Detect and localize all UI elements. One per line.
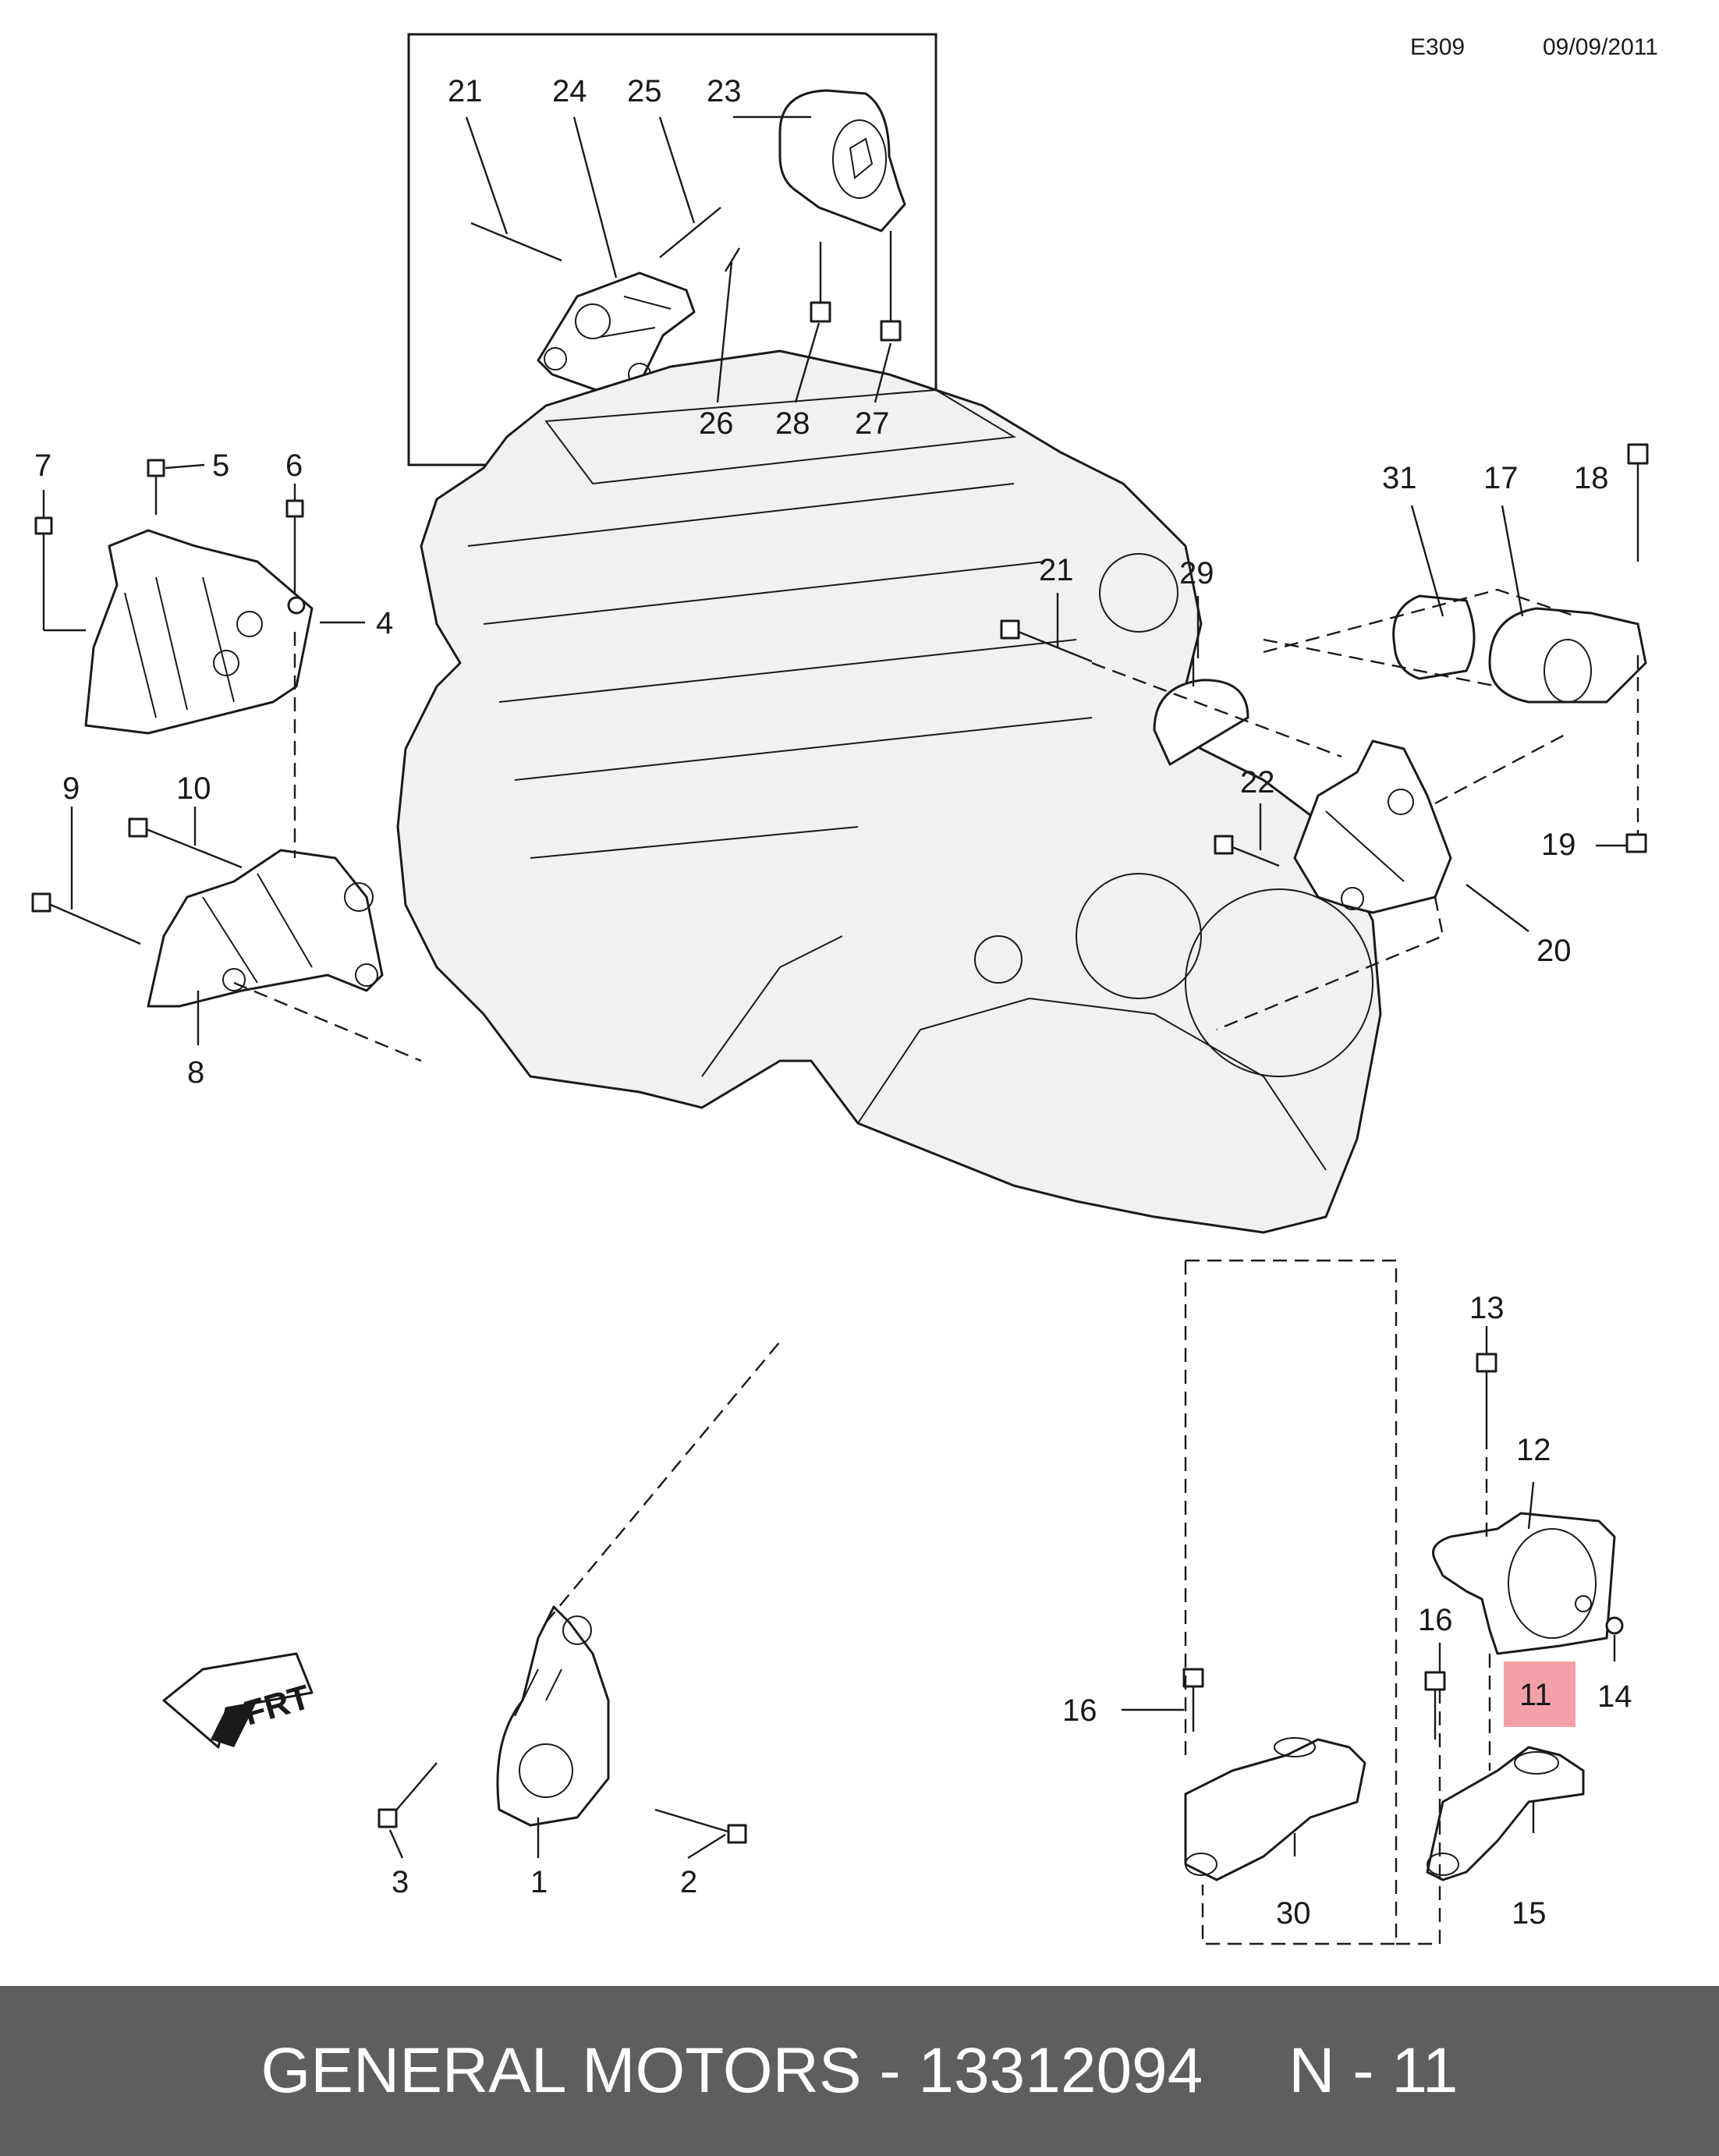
callout-numbers: 21 24 25 23 26 28 27 7 5 6 4 9 10 8 21 2… <box>34 74 1632 1931</box>
bracket-15 <box>1426 1746 1585 1881</box>
inset-mount-bushing <box>778 89 906 232</box>
callout-27: 27 <box>855 406 890 441</box>
footer-banner: GENERAL MOTORS - 13312094 N - 11 <box>0 1986 1719 2156</box>
footer-reference: N - 11 <box>1288 2035 1458 2106</box>
mount-4 <box>84 529 314 735</box>
callout-4: 4 <box>376 606 393 640</box>
callout-31: 31 <box>1382 461 1417 495</box>
bolts-13-16 <box>1182 1353 1497 1739</box>
callout-13: 13 <box>1469 1291 1505 1325</box>
callout-9: 9 <box>62 771 80 806</box>
callout-7: 7 <box>34 449 51 483</box>
shield-31 <box>1392 594 1476 680</box>
callout-16-left: 16 <box>1062 1693 1097 1728</box>
callout-21-upper: 21 <box>1039 553 1074 587</box>
callout-11: 11 <box>1519 1678 1552 1712</box>
bolts-18-19-21-22 <box>1000 443 1649 867</box>
bracket-30 <box>1184 1737 1366 1881</box>
assembly-dashed-lines <box>233 588 1639 1945</box>
engine-assembly <box>396 349 1382 1234</box>
highlight-part-11 <box>1504 1661 1575 1727</box>
callout-21-inset: 21 <box>448 74 483 108</box>
callout-1: 1 <box>530 1865 548 1899</box>
callout-20: 20 <box>1536 934 1572 968</box>
callout-26: 26 <box>699 406 734 441</box>
bushing-17 <box>1488 607 1647 704</box>
mount-11 <box>1432 1512 1624 1655</box>
callout-12: 12 <box>1516 1433 1551 1467</box>
callout-14: 14 <box>1597 1679 1632 1714</box>
bolts-2-3 <box>377 1762 747 1844</box>
bolts-5-6-7 <box>34 459 304 593</box>
footer-brand-part-number: GENERAL MOTORS - 13312094 <box>261 2035 1203 2106</box>
plate-29 <box>1153 657 1249 766</box>
callout-29: 29 <box>1179 556 1214 590</box>
callout-3: 3 <box>392 1865 409 1899</box>
bolts-9-10 <box>31 817 243 945</box>
callout-5: 5 <box>212 449 229 483</box>
bracket-20 <box>1293 739 1452 914</box>
front-direction-arrow: FRT <box>162 1652 314 1749</box>
callout-28: 28 <box>775 406 810 441</box>
bracket-8 <box>147 849 384 1008</box>
callout-10: 10 <box>176 771 211 806</box>
leader-lines <box>42 115 1627 1860</box>
diagram-date: 09/09/2011 <box>1543 34 1658 60</box>
callout-8: 8 <box>187 1055 204 1090</box>
callout-24: 24 <box>552 74 587 108</box>
callout-18: 18 <box>1574 461 1609 495</box>
callout-17: 17 <box>1483 461 1519 495</box>
callout-23: 23 <box>707 74 742 108</box>
inset-bolts <box>470 207 902 342</box>
callout-16-right: 16 <box>1418 1603 1453 1637</box>
callout-25: 25 <box>627 74 662 108</box>
callout-2: 2 <box>680 1865 697 1899</box>
callout-30: 30 <box>1276 1896 1311 1931</box>
callout-22: 22 <box>1240 765 1275 800</box>
callout-6: 6 <box>285 449 303 483</box>
exploded-parts-diagram: E309 09/09/2011 <box>31 33 1658 1945</box>
callout-19: 19 <box>1541 828 1576 862</box>
diagram-code: E309 <box>1410 34 1465 60</box>
callout-15: 15 <box>1512 1896 1547 1931</box>
strut-1 <box>496 1605 610 1827</box>
